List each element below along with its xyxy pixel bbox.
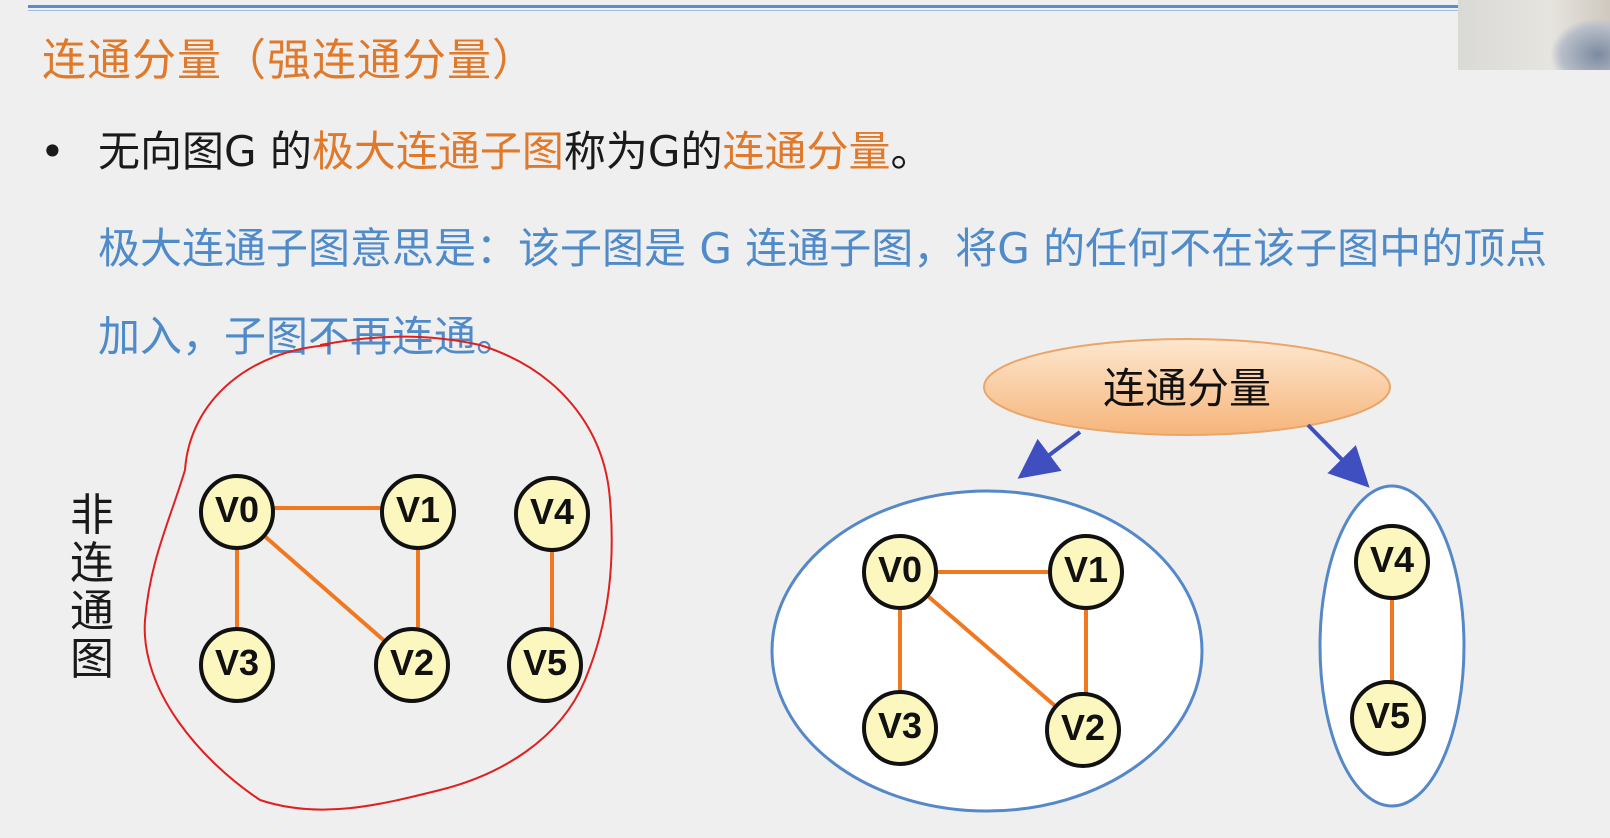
webcam-presenter (1550, 18, 1610, 70)
node-label: V4 (530, 491, 574, 532)
callout-label: 连通分量 (1103, 364, 1271, 413)
bullet-text-2: 称为G的 (563, 127, 723, 176)
node-label: V0 (878, 549, 922, 590)
node-label: V3 (878, 705, 922, 746)
node-v4: V4 (514, 476, 590, 552)
description: 极大连通子图意思是：该子图是 G 连通子图，将G 的任何不在该子图中的顶点加入，… (98, 224, 1548, 361)
top-rule-thin (28, 10, 1458, 11)
node-v4: V4 (1354, 524, 1430, 600)
bullet-text-1: 无向图G 的 (98, 127, 312, 176)
node-v5: V5 (507, 627, 583, 703)
callout-connected-component: 连通分量 (983, 338, 1391, 436)
bullet-highlight-1: 极大连通子图 (311, 127, 564, 176)
arrow-to-component-a (1017, 430, 1082, 479)
bullet-marker: • (40, 127, 65, 176)
vertical-label-char: 通 (70, 586, 114, 637)
node-v2: V2 (1045, 692, 1121, 768)
node-label: V2 (390, 642, 434, 683)
vertical-label-char: 图 (70, 634, 114, 685)
node-label: V1 (396, 489, 440, 530)
edge-v0-v2 (898, 570, 1085, 732)
node-v0: V0 (862, 534, 938, 610)
node-v0: V0 (199, 474, 275, 550)
edge-v0-v2 (235, 510, 414, 667)
vertical-label-char: 连 (70, 538, 114, 589)
bullet-highlight-2: 连通分量 (722, 127, 891, 176)
node-v3: V3 (862, 690, 938, 766)
node-label: V4 (1370, 539, 1414, 580)
node-label: V5 (523, 642, 567, 683)
node-label: V2 (1061, 707, 1105, 748)
node-v3: V3 (199, 627, 275, 703)
top-rule (28, 5, 1458, 8)
bullet-text-3: 。 (890, 127, 933, 176)
node-label: V1 (1064, 549, 1108, 590)
node-label: V3 (215, 642, 259, 683)
node-label: V0 (215, 489, 259, 530)
node-v2: V2 (374, 627, 450, 703)
red-annotation-loop (143, 335, 613, 811)
slide-title: 连通分量（强连通分量） (42, 35, 537, 86)
webcam-overlay (1458, 0, 1610, 70)
node-label: V5 (1366, 695, 1410, 736)
arrow-to-component-b (1306, 423, 1370, 488)
node-v1: V1 (1048, 534, 1124, 610)
vertical-label: 非 连 通 图 (70, 490, 114, 685)
bullet-line: • 无向图G 的极大连通子图称为G的连通分量。 (40, 118, 933, 179)
node-v5: V5 (1350, 680, 1426, 756)
node-v1: V1 (380, 474, 456, 550)
component-a-ellipse (770, 489, 1204, 813)
vertical-label-char: 非 (70, 490, 114, 541)
